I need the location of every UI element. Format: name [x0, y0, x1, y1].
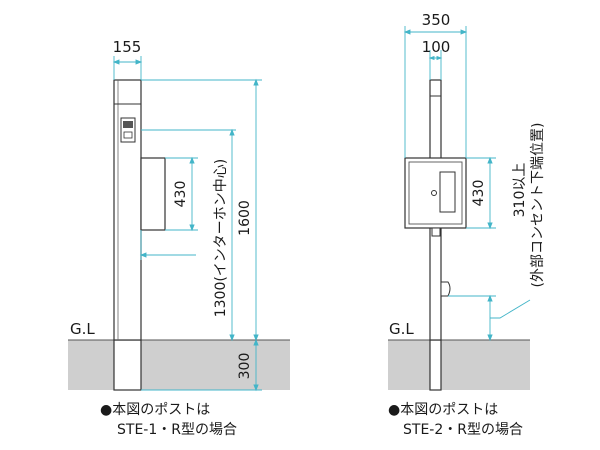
right-mailbox-lock — [431, 190, 437, 196]
left-dim-box-height-label: 430 — [173, 181, 189, 208]
left-dim-total-height — [141, 78, 262, 342]
left-intercom-button — [123, 131, 133, 139]
left-caption-line1: ●本図のポストは — [100, 402, 210, 418]
left-dim-intercom-center — [141, 128, 236, 342]
right-dim-width-inner — [428, 50, 443, 80]
right-mailbox — [404, 157, 467, 229]
left-diagram: G.L 155 430 — [68, 38, 290, 438]
right-dim-outlet-label: 310以上 — [512, 163, 528, 218]
left-dim-intercom-center-label: 1300(インターホン中心) — [213, 159, 229, 318]
right-caption-line2: STE-2・R型の場合 — [403, 422, 523, 438]
left-dim-width-label: 155 — [113, 38, 142, 56]
right-ground-label: G.L — [389, 320, 414, 338]
left-mailbox — [140, 157, 166, 231]
left-ground-label: G.L — [70, 320, 95, 338]
right-ground — [388, 340, 530, 390]
right-dim-box-height — [466, 156, 496, 230]
right-dim-width-outer-label: 350 — [422, 11, 451, 29]
right-dim-outlet-note: (外部コンセント下端位置) — [530, 123, 546, 288]
right-dim-box-height-label: 430 — [471, 180, 487, 207]
left-dim-embed-label: 300 — [237, 353, 253, 380]
right-mailbox-bracket — [431, 227, 441, 237]
left-dim-total-height-label: 1600 — [237, 200, 253, 236]
right-mailbox-slot — [439, 171, 456, 213]
right-dim-width-outer — [403, 26, 468, 158]
left-dim-width — [112, 56, 143, 80]
right-mailbox-inner — [408, 161, 463, 225]
right-post-underground — [429, 339, 442, 391]
left-caption-line2: STE-1・R型の場合 — [117, 422, 237, 438]
left-dim-offset — [139, 230, 196, 260]
right-dim-outlet — [448, 294, 531, 342]
left-dim-embed — [141, 338, 262, 392]
right-caption-line1: ●本図のポストは — [388, 402, 498, 418]
right-outlet — [440, 281, 451, 297]
left-post-underground — [113, 339, 142, 391]
right-diagram: G.L 350 100 — [388, 11, 546, 438]
left-dim-box-height — [165, 156, 198, 232]
left-ground — [68, 340, 290, 390]
right-dim-width-inner-label: 100 — [422, 38, 451, 56]
left-intercom-screen — [123, 121, 133, 128]
